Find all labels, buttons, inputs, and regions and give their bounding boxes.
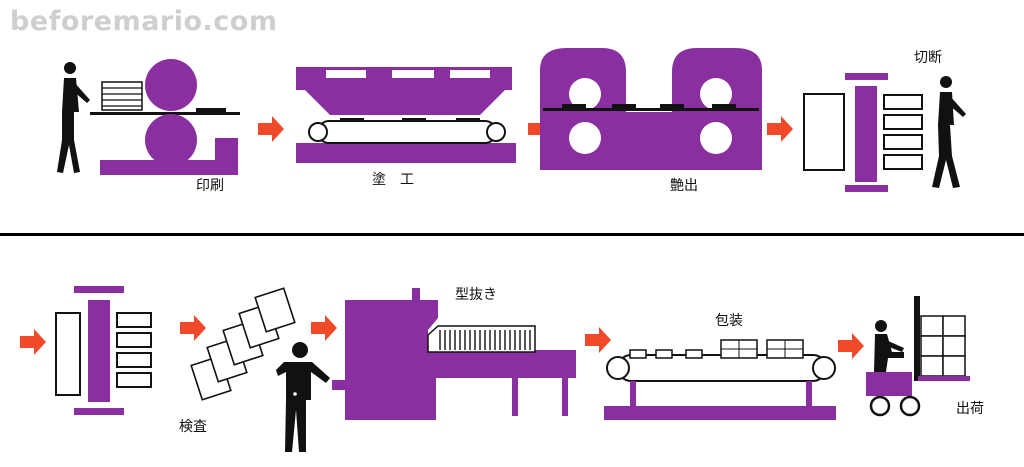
forklift-mast bbox=[914, 296, 920, 381]
coating-stage bbox=[296, 67, 516, 163]
feed-line bbox=[90, 112, 240, 115]
coating-hood bbox=[296, 67, 512, 115]
die-cut-tray bbox=[427, 325, 536, 353]
cut-piece bbox=[883, 134, 923, 150]
flow-arrow-3 bbox=[767, 116, 793, 142]
sheet-stack-stage bbox=[55, 286, 152, 415]
conveyor-belt bbox=[308, 118, 506, 144]
flow-arrow-8 bbox=[838, 333, 864, 359]
label-gloss: 艶出 bbox=[670, 178, 698, 194]
lower-roller bbox=[145, 114, 197, 166]
label-printing: 印刷 bbox=[196, 178, 224, 194]
gloss-roller bbox=[700, 122, 732, 154]
row-divider bbox=[0, 233, 1024, 236]
gloss-roller bbox=[569, 78, 601, 110]
inspected-sheets bbox=[190, 287, 296, 401]
packed-box bbox=[766, 339, 804, 359]
inspection-stage bbox=[190, 287, 330, 452]
flow-arrow-1 bbox=[258, 116, 284, 142]
packaging-stage bbox=[604, 339, 836, 420]
cut-piece bbox=[883, 154, 923, 170]
label-coating: 塗 工 bbox=[372, 172, 414, 188]
cutting-stage bbox=[803, 73, 966, 192]
gloss-roller bbox=[700, 78, 732, 110]
die-cut-sheets bbox=[439, 330, 531, 350]
forklift-wheel bbox=[869, 395, 891, 417]
flow-arrow-5 bbox=[180, 315, 206, 341]
cutter-top bbox=[845, 73, 888, 80]
uncut-sheet bbox=[803, 93, 845, 171]
gloss-stage bbox=[540, 48, 762, 170]
forklift-wheel bbox=[899, 395, 921, 417]
paper-stack bbox=[101, 81, 143, 111]
flow-arrow-4 bbox=[20, 329, 46, 355]
forklift-fork bbox=[918, 376, 970, 381]
forklift-body bbox=[866, 372, 912, 396]
driver-figure bbox=[874, 320, 904, 372]
gloss-roller bbox=[569, 122, 601, 154]
worker-figure bbox=[932, 76, 966, 188]
packaging-base bbox=[604, 406, 836, 420]
inspector-figure bbox=[276, 342, 330, 452]
flow-arrow-7 bbox=[585, 327, 611, 353]
flow-arrow-6 bbox=[311, 315, 337, 341]
label-die-cutting: 型抜き bbox=[455, 287, 497, 303]
shipping-stage bbox=[866, 296, 970, 417]
cutter-blade bbox=[855, 86, 877, 182]
coating-base bbox=[296, 143, 516, 163]
worker-figure bbox=[57, 62, 90, 173]
cargo-boxes bbox=[920, 315, 966, 377]
label-inspection: 検査 bbox=[179, 419, 207, 435]
cutter-bottom bbox=[845, 185, 888, 192]
cut-piece bbox=[883, 94, 923, 110]
die-cutting-stage bbox=[332, 288, 576, 420]
cut-piece bbox=[883, 114, 923, 130]
watermark: beforemario.com bbox=[10, 6, 278, 37]
label-shipping: 出荷 bbox=[956, 401, 984, 417]
die-cut-press bbox=[332, 288, 576, 420]
packaging-conveyor bbox=[617, 354, 827, 382]
packed-box bbox=[720, 339, 758, 359]
label-packaging: 包装 bbox=[715, 313, 743, 329]
label-cutting: 切断 bbox=[914, 50, 942, 66]
gloss-feed-line bbox=[543, 108, 759, 111]
printing-stage bbox=[57, 59, 240, 175]
press-base bbox=[100, 138, 238, 175]
upper-roller bbox=[145, 59, 197, 111]
